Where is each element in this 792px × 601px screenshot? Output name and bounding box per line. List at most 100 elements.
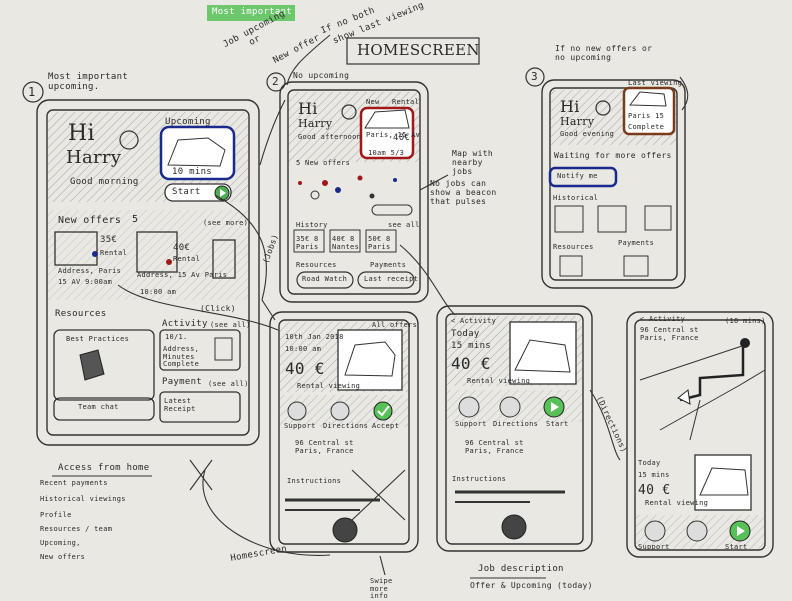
- today-instructions: Instructions: [452, 475, 507, 483]
- flow-arrows: [117, 34, 689, 576]
- history-item-3[interactable]: 50€ 8 Paris: [368, 235, 391, 251]
- access-item: Upcoming,: [40, 539, 81, 547]
- new-time: 10am 5/3: [368, 149, 405, 157]
- offer-price: 40 €: [285, 359, 325, 378]
- activity-see-all[interactable]: (see all): [210, 321, 251, 329]
- see-more-link[interactable]: (see more): [203, 219, 249, 227]
- best-practices-link[interactable]: Best Practices: [66, 335, 130, 343]
- historical-label: Historical: [553, 194, 599, 202]
- most-important-note: Most important: [212, 7, 293, 17]
- offer-2-price: 40€: [173, 243, 191, 253]
- map-annotation: Map with nearby jobs: [452, 149, 493, 176]
- offer-type: Rental viewing: [297, 382, 361, 390]
- today-directions-button[interactable]: Directions: [493, 420, 539, 428]
- hi-label-2: Hi: [298, 99, 318, 118]
- access-item: Resources / team: [40, 525, 113, 533]
- accept-button[interactable]: Accept: [372, 422, 400, 430]
- user-name-2: Harry: [298, 117, 333, 130]
- job-description-sub: Offer & Upcoming (today): [470, 581, 593, 590]
- today-address: 96 Central st Paris, France: [465, 439, 524, 455]
- upcoming-time: 10 mins: [172, 167, 213, 177]
- map-type: Rental viewing: [645, 499, 709, 507]
- activity-label: Activity: [162, 319, 208, 329]
- click-annotation: (Click): [200, 304, 236, 313]
- activity-item[interactable]: Address, Minutes Complete: [163, 345, 200, 369]
- offer-screen-frame: [269, 311, 419, 553]
- screen-3-note: If no new offers or no upcoming: [555, 44, 653, 62]
- today-mins: 15 mins: [451, 341, 492, 351]
- latest-receipt-link[interactable]: Latest Receipt: [164, 397, 196, 413]
- hi-label: Hi: [68, 121, 95, 146]
- new-offers-count: 5: [132, 214, 139, 225]
- offer-2-address: Address, 15 Av Paris: [137, 271, 228, 279]
- notify-me-button[interactable]: Notify me: [557, 172, 598, 180]
- offer-2-type: Rental: [173, 255, 201, 263]
- access-item: Historical viewings: [40, 495, 126, 503]
- hi-label-3: Hi: [560, 97, 580, 116]
- greeting-3: Good evening: [560, 130, 615, 138]
- offer-date: 10th Jan 2018: [285, 333, 344, 341]
- map-support-button[interactable]: Support: [638, 543, 670, 551]
- history-item-2[interactable]: 40€ 8 Nantes: [332, 235, 360, 251]
- resources-label: Resources: [55, 309, 107, 319]
- support-button[interactable]: Support: [284, 422, 316, 430]
- map-start-button[interactable]: Start: [725, 543, 748, 551]
- today-support-button[interactable]: Support: [455, 420, 487, 428]
- screen-1-number-circle: [22, 81, 44, 103]
- job-description-title: Job description: [478, 564, 564, 574]
- user-name: Harry: [66, 147, 122, 168]
- new-label: New: [366, 98, 380, 106]
- today-start-button[interactable]: Start: [546, 420, 569, 428]
- directions-button[interactable]: Directions: [323, 422, 369, 430]
- offer-time: 10:00 am: [285, 345, 322, 353]
- access-item: Recent payments: [40, 479, 108, 487]
- activity-date: 10/1.: [165, 333, 188, 341]
- last-viewing-label: Last viewing: [628, 79, 683, 87]
- offer-2-thumb: [136, 231, 178, 273]
- new-tag: Rental: [392, 98, 420, 106]
- offer-1-time: 15 AV 9:00am: [58, 278, 113, 286]
- resources-label-3: Resources: [553, 243, 594, 251]
- screen-2-frame: [279, 81, 429, 303]
- resources-label-2: Resources: [296, 261, 337, 269]
- start-button[interactable]: Start: [172, 187, 201, 197]
- map-time: 15 mins: [638, 471, 670, 479]
- offer-1-address: Address, Paris: [58, 267, 122, 275]
- all-offers-link[interactable]: All offers: [372, 321, 418, 329]
- waiting-label: Waiting for more offers: [554, 151, 672, 160]
- team-chat-link[interactable]: Team chat: [78, 403, 119, 411]
- beacon-annotation: No jobs can show a beacon that pulses: [430, 179, 497, 206]
- offers-count-2: 5 New offers: [296, 159, 351, 167]
- paris-tag: Paris 15: [628, 112, 665, 120]
- swipe-annotation: Swipe more info: [370, 577, 393, 601]
- history-see-all[interactable]: see all: [388, 221, 420, 229]
- road-watch-button[interactable]: Road Watch: [302, 275, 348, 283]
- history-item-1[interactable]: 35€ 8 Paris: [296, 235, 319, 251]
- payment-see-all[interactable]: (see all): [208, 380, 249, 388]
- upcoming-label: Upcoming: [165, 117, 211, 127]
- map-back-link[interactable]: < Activity: [640, 315, 686, 323]
- today-screen-frame: [436, 305, 593, 552]
- screen-1-number: 1: [28, 85, 36, 99]
- new-offers-label: New offers: [58, 215, 122, 226]
- best-practices-card: [53, 329, 155, 401]
- today-price: 40 €: [451, 354, 491, 373]
- offer-address: 96 Central st Paris, France: [295, 439, 354, 455]
- map-today: Today: [638, 459, 661, 467]
- offer-2-time: 10:00 am: [140, 288, 177, 296]
- payments-label-2: Payments: [370, 261, 407, 269]
- map-address: 96 Central st Paris, France: [640, 326, 699, 342]
- screen-2-note: No upcoming: [293, 71, 350, 80]
- greeting-2: Good afternoon: [298, 133, 362, 141]
- today-back-link[interactable]: < Activity: [451, 317, 497, 325]
- payments-label-3: Payments: [618, 239, 655, 247]
- access-item: New offers: [40, 553, 86, 561]
- last-receipt-button[interactable]: Last receipt: [364, 275, 419, 283]
- today-label: Today: [451, 329, 480, 339]
- map-mins: (10 mins): [725, 317, 766, 325]
- map-price: 40 €: [638, 483, 671, 498]
- new-address: Paris, 15 Av: [366, 131, 421, 139]
- greeting: Good morning: [70, 177, 139, 187]
